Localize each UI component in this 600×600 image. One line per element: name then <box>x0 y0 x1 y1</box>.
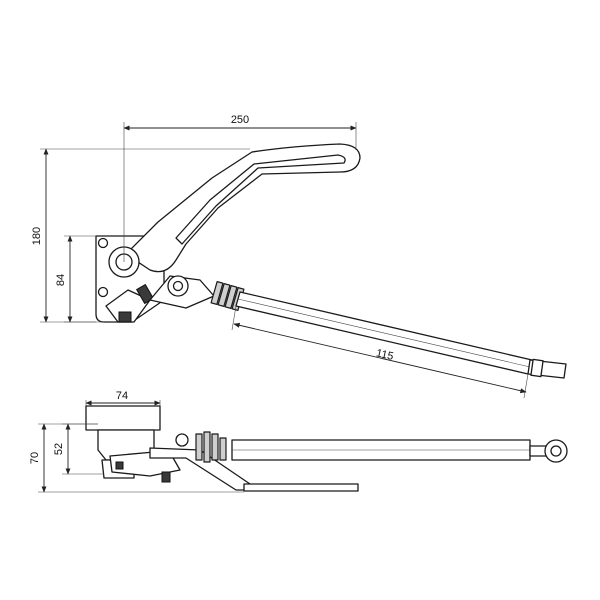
dim-label-52: 52 <box>53 443 65 455</box>
dim-74: 74 <box>85 390 161 406</box>
dim-52: 52 <box>53 423 104 475</box>
dim-70: 70 <box>29 423 244 493</box>
dim-84: 84 <box>55 235 96 323</box>
dim-label-84: 84 <box>55 274 67 286</box>
dim-115: 115 <box>231 305 529 399</box>
dim-label-74: 74 <box>116 390 128 402</box>
side-link-pin <box>175 433 189 447</box>
side-cap-plate <box>85 405 161 431</box>
plate-hole-tl <box>97 237 109 249</box>
dim-label-115: 115 <box>375 347 395 363</box>
plate-hole-bl <box>97 286 109 298</box>
top-view: 250 180 84 115 <box>31 114 567 399</box>
dim-250: 250 <box>123 114 357 262</box>
dim-label-180: 180 <box>31 227 43 245</box>
side-view: 74 70 52 <box>29 390 568 493</box>
dim-label-70: 70 <box>29 452 41 464</box>
side-nut <box>161 471 171 483</box>
dim-label-250: 250 <box>231 114 249 126</box>
clamp-block <box>105 289 151 323</box>
side-spring <box>195 431 227 463</box>
link-pin-inner <box>172 280 184 292</box>
handle-slot <box>175 154 346 245</box>
rod-nut <box>530 358 544 378</box>
side-bolt <box>115 461 124 470</box>
clamp-bolt-1 <box>135 283 155 305</box>
clamp-bolt-2 <box>118 311 132 323</box>
side-base-plate <box>243 483 359 492</box>
side-rod-eye-inner <box>550 445 562 457</box>
dim-180: 180 <box>31 148 250 323</box>
